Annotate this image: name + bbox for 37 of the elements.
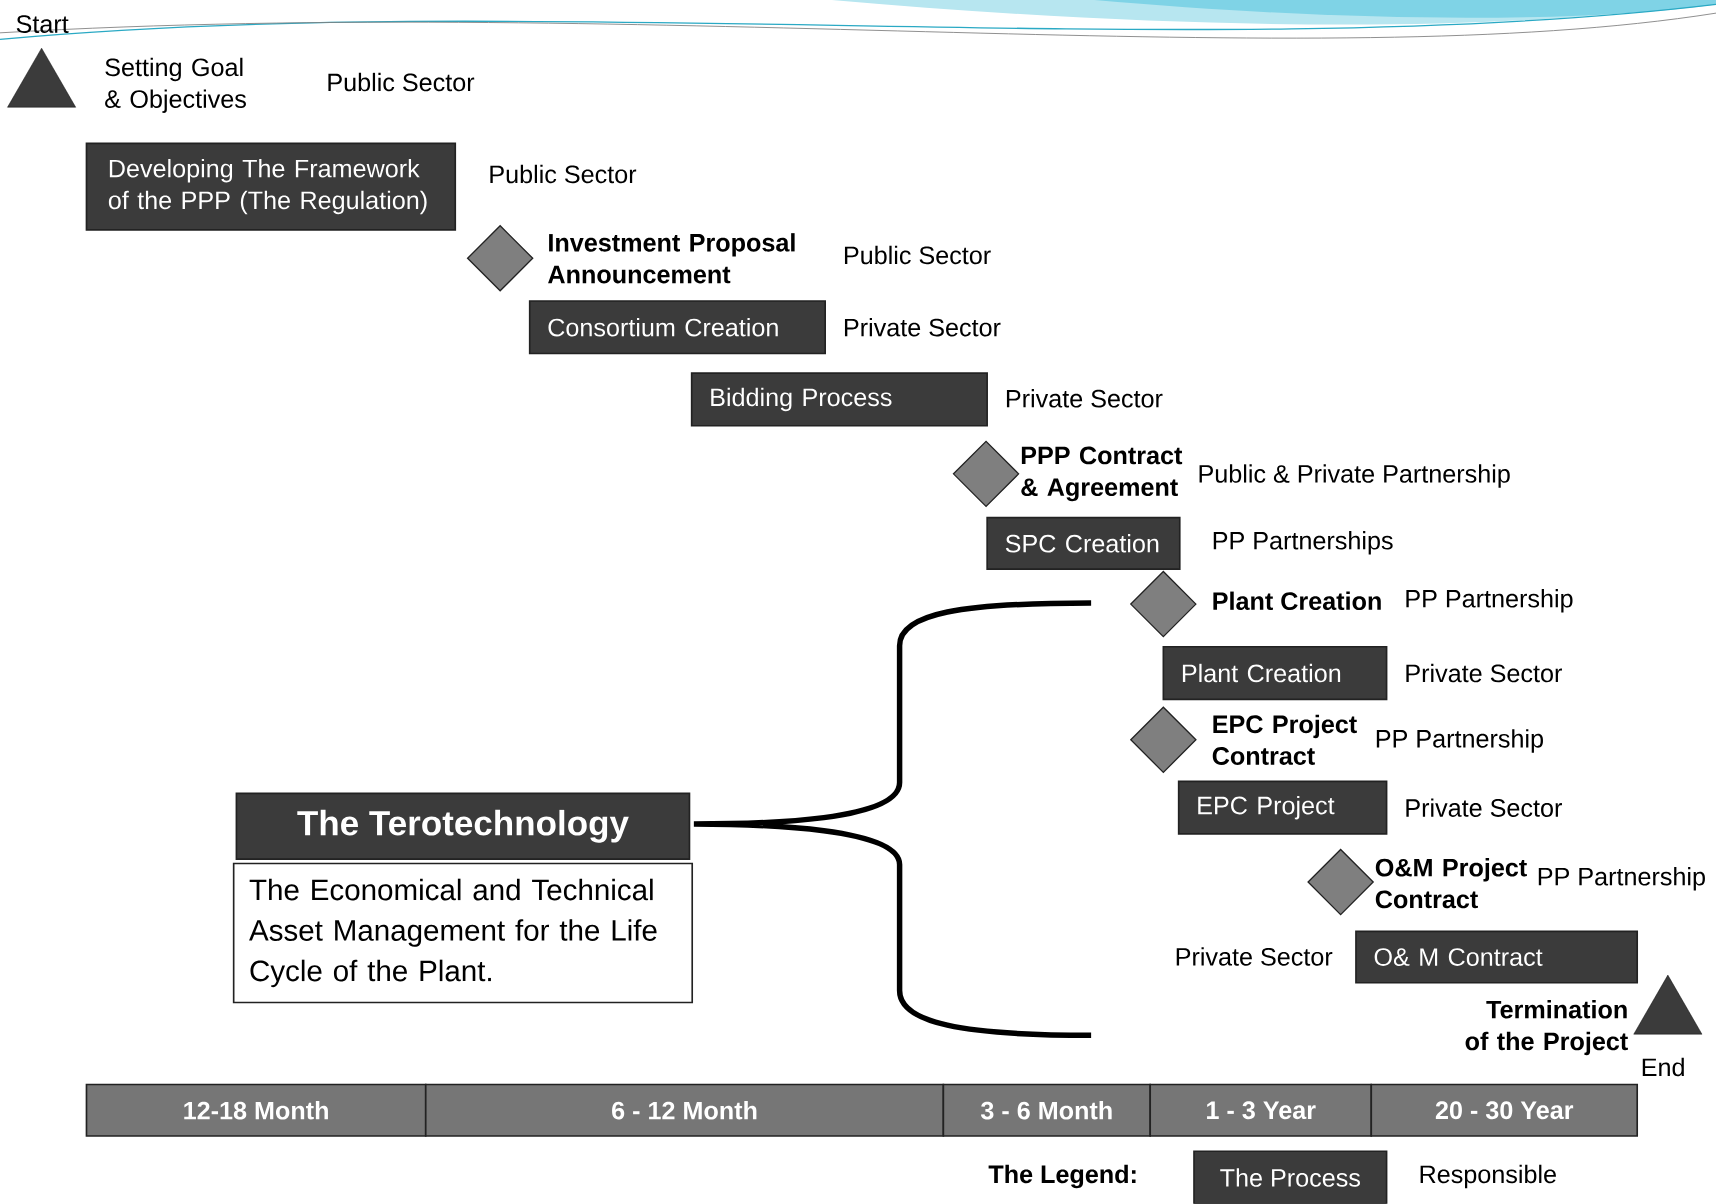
process-box: Bidding Process	[690, 372, 988, 427]
legend-label: Responsible	[1420, 1164, 1556, 1189]
title-box: The Terotechnology	[235, 792, 691, 860]
process-box: EPC Project	[1177, 780, 1388, 835]
timeline-bar: 1 - 3 Year	[1149, 1083, 1373, 1137]
process-box: Developing The Framework of the PPP (The Regulation)	[85, 142, 457, 231]
milestone-label: Setting Goal & Objectives	[105, 57, 246, 114]
responsible-label: Private Sector	[1406, 798, 1562, 817]
timeline-bar: 3 - 6 Month	[942, 1083, 1152, 1137]
milestone-label: Termination of the Project	[1465, 1000, 1628, 1056]
responsible-label: PP Partnerships	[1213, 531, 1393, 555]
timeline-bar: 20 - 30 Year	[1370, 1083, 1639, 1137]
process-box: Consortium Creation	[528, 300, 826, 355]
responsible-label: Public Sector	[328, 72, 475, 92]
responsible-label: Private Sector	[1176, 947, 1333, 966]
responsible-label: PP Partnership	[1538, 867, 1705, 891]
responsible-label: Public & Private Partnership	[1199, 464, 1510, 488]
description-box: The Economical and Technical Asset Management for the Life Cycle of the Plant.	[232, 862, 694, 1004]
responsible-label: PP Partnership	[1406, 589, 1573, 613]
milestone-label: Plant Creation	[1213, 591, 1381, 611]
milestone-label: Investment Proposal Announcement	[548, 233, 795, 284]
responsible-label: Private Sector	[844, 318, 1001, 337]
process-box: SPC Creation	[986, 516, 1181, 570]
legend-heading: The Legend:	[988, 1164, 1136, 1189]
milestone-label: EPC Project Contract	[1212, 714, 1357, 765]
responsible-label: Private Sector	[1406, 663, 1562, 683]
responsible-label: Public Sector	[490, 164, 637, 184]
milestone-label: O&M Project Contract	[1375, 858, 1527, 909]
terminal-label: End	[1642, 1057, 1684, 1077]
process-box: Plant Creation	[1162, 646, 1388, 701]
process-box: O& M Contract	[1355, 930, 1639, 984]
terminal-label: Start	[16, 15, 69, 34]
timeline-bar: 12-18 Month	[85, 1083, 427, 1137]
responsible-label: Private Sector	[1006, 389, 1163, 408]
milestone-label: PPP Contract & Agreement	[1021, 446, 1183, 502]
responsible-label: Public Sector	[844, 245, 991, 265]
responsible-label: PP Partnership	[1376, 729, 1543, 753]
